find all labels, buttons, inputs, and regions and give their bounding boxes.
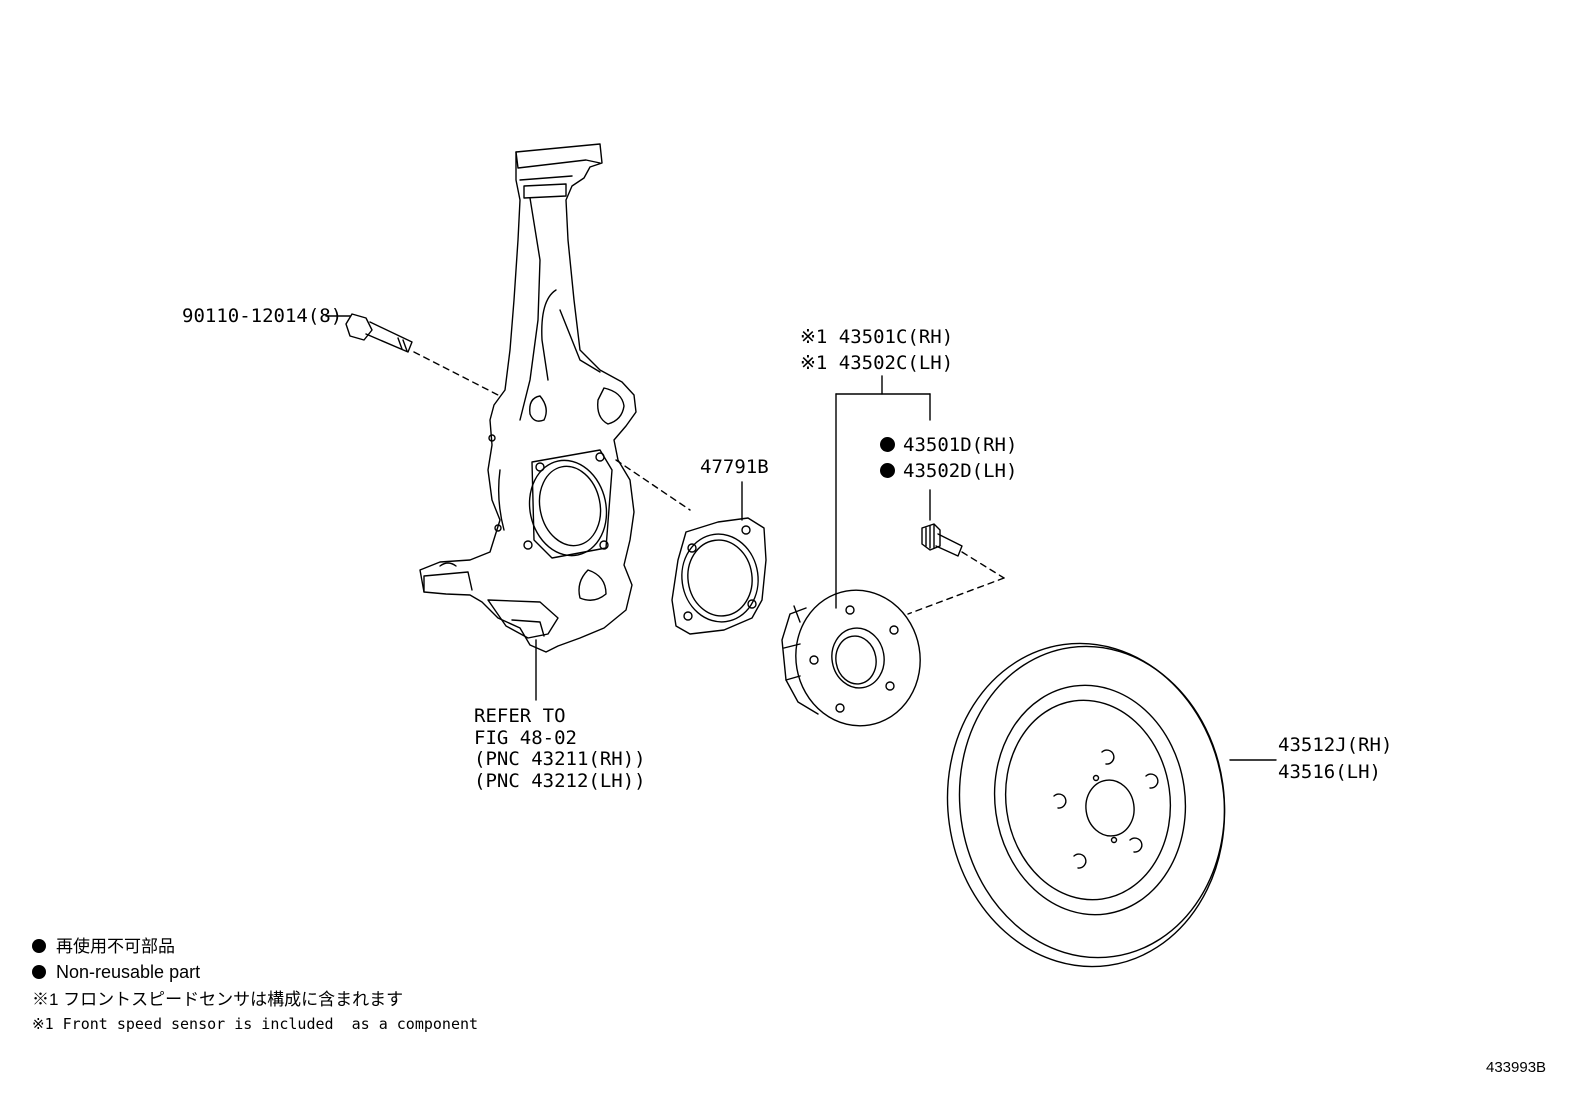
hub-lh-part-label[interactable]: ※1 43502C(LH) [800, 352, 954, 374]
steering-knuckle-drawing [419, 143, 637, 653]
hub-bearing-drawing [781, 589, 921, 727]
bolt-drawing [345, 313, 413, 353]
legend-dot-icon [32, 965, 46, 979]
non-reusable-dot-icon [880, 437, 895, 452]
disc-rh-part-label[interactable]: 43512J(RH) [1278, 734, 1393, 756]
hub-bolt-rh-text: 43501D(RH) [903, 434, 1018, 456]
knuckle-ref-line-4: (PNC 43212(LH)) [474, 770, 646, 792]
non-reusable-dot-icon [880, 463, 895, 478]
hub-rh-part-label[interactable]: ※1 43501C(RH) [800, 326, 954, 348]
legend-dot-icon [32, 939, 46, 953]
figure-id: 433993B [1486, 1059, 1547, 1076]
hub-bolt-drawing [921, 523, 963, 557]
hub-bolt-lh-text: 43502D(LH) [903, 460, 1018, 482]
hub-bolt-rh-label[interactable]: 43501D(RH) [880, 436, 1017, 455]
disc-rotor-drawing [946, 642, 1226, 968]
bolt-part-label[interactable]: 90110-12014(8) [182, 305, 343, 327]
legend-sensor-note-en: ※1 Front speed sensor is included as a c… [32, 1015, 479, 1033]
knuckle-ref-line-3: (PNC 43211(RH)) [474, 748, 646, 770]
seal-part-label[interactable]: 47791B [700, 456, 769, 478]
disc-lh-part-label[interactable]: 43516(LH) [1278, 761, 1381, 783]
knuckle-ref-line-1: REFER TO [474, 705, 566, 727]
legend-non-reusable-jp: 再使用不可部品 [32, 938, 175, 955]
legend-non-reusable-en: Non-reusable part [32, 963, 200, 981]
legend-sensor-note-jp: ※1 フロントスピードセンサは構成に含まれます [32, 990, 404, 1009]
legend-non-reusable-en-text: Non-reusable part [56, 962, 201, 982]
leader-lines [325, 315, 1277, 761]
legend-non-reusable-jp-text: 再使用不可部品 [56, 937, 175, 956]
knuckle-ref-line-2[interactable]: FIG 48-02 [474, 727, 577, 749]
seal-gasket-drawing [671, 517, 767, 635]
hub-bolt-lh-label[interactable]: 43502D(LH) [880, 462, 1017, 481]
